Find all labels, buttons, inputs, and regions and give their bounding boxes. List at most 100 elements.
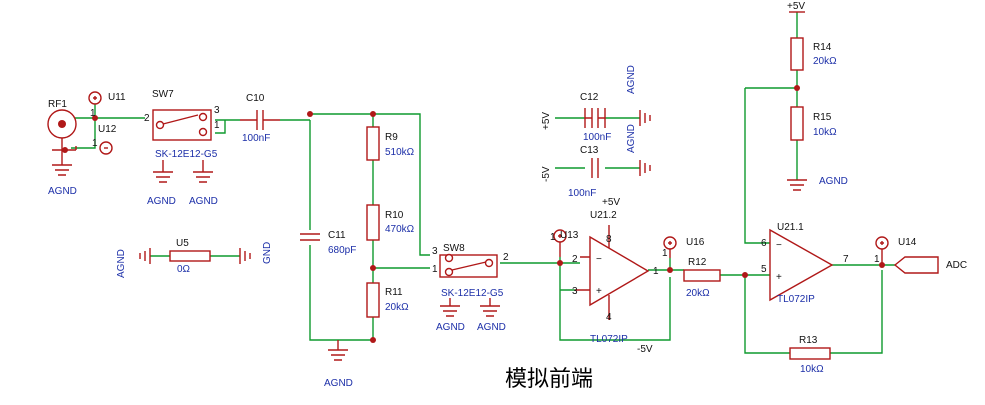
sw7-pin1: 1: [214, 120, 220, 131]
agnd-label-bottom: AGND: [324, 378, 353, 389]
u21-2-pin1: 1: [653, 266, 659, 277]
u5-agnd: AGND: [116, 249, 127, 278]
u16-label: U16: [686, 237, 705, 248]
sw7-value: SK-12E12-G5: [155, 149, 218, 160]
u21-1-plus: +: [776, 272, 782, 283]
u12-testpoint: U12 1: [92, 124, 117, 155]
u13-label: U13: [560, 230, 579, 241]
sw8-agnd2: AGND: [477, 322, 506, 333]
u11-testpoint: U11 1: [88, 91, 126, 119]
rf1-label: RF1: [48, 99, 67, 110]
r12-resistor: R12 20kΩ: [683, 257, 721, 299]
sw7-agnd2: AGND: [189, 196, 218, 207]
sw7-pin2: 2: [144, 113, 150, 124]
r13-resistor: R13 10kΩ: [789, 335, 831, 375]
r10-value: 470kΩ: [385, 224, 415, 235]
u21-2-pin4: 4: [606, 312, 612, 323]
adc-label: ADC: [946, 260, 967, 271]
u21-2-vplus: +5V: [602, 197, 620, 208]
u21-1-pin7: 7: [843, 254, 849, 265]
r9-resistor: R9 510kΩ: [366, 126, 415, 161]
schematic-title: 模拟前端: [505, 367, 593, 392]
r14-label: R14: [813, 42, 832, 53]
u13-testpoint: U13 1: [550, 229, 579, 257]
c13-label: C13: [580, 145, 599, 156]
r10-label: R10: [385, 210, 404, 221]
u21-1-minus: −: [776, 240, 782, 251]
sw8-pin2: 2: [503, 252, 509, 263]
sw8-agnd1: AGND: [436, 322, 465, 333]
c12-capacitor: C12 100nF +5V AGND: [541, 65, 651, 143]
agnd-label-r15: AGND: [819, 176, 848, 187]
u16-testpoint: U16 1: [662, 236, 705, 259]
c12-vplus: +5V: [541, 112, 552, 130]
c10-label: C10: [246, 93, 265, 104]
agnd-symbol-r15: AGND: [787, 176, 848, 191]
c12-label: C12: [580, 92, 599, 103]
r9-value: 510kΩ: [385, 147, 415, 158]
u21-2-value: TL072IP: [590, 334, 628, 345]
u21-2-pin3: 3: [572, 286, 578, 297]
u14-label: U14: [898, 237, 917, 248]
c13-capacitor: C13 100nF -5V AGND: [541, 124, 651, 199]
u21-1-pin6: 6: [761, 238, 767, 249]
sw8-label: SW8: [443, 243, 465, 254]
u21-2-opamp: − + 2 3 8 4 1 U21.2 +5V TL072IP -5V: [572, 197, 659, 355]
u16-pin: 1: [662, 248, 668, 259]
c12-agnd: AGND: [626, 65, 637, 94]
u13-pin: 1: [550, 232, 556, 243]
sw8-pin3: 3: [432, 246, 438, 257]
agnd-symbol-rf1: AGND: [48, 155, 77, 197]
agnd-symbol-bottom: AGND: [324, 340, 353, 389]
u21-1-pin5: 5: [761, 264, 767, 275]
u21-2-pin8: 8: [606, 234, 612, 245]
r11-label: R11: [385, 287, 403, 298]
r12-label: R12: [688, 257, 707, 268]
c13-agnd: AGND: [626, 124, 637, 153]
c11-value: 680pF: [328, 245, 356, 256]
sw8-switch: SW8 3 1 2 SK-12E12-G5 AGND AGND: [432, 243, 509, 333]
c12-value: 100nF: [583, 132, 611, 143]
u21-1-value: TL072IP: [777, 294, 815, 305]
u11-label: U11: [108, 92, 126, 103]
r13-label: R13: [799, 335, 818, 346]
u12-pin: 1: [92, 138, 98, 149]
r14-vplus: +5V: [787, 1, 805, 12]
plus5v-rail: +5V: [787, 1, 805, 13]
u5-resistor: U5 0Ω AGND GND: [116, 238, 273, 278]
sw8-pin1: 1: [432, 264, 438, 275]
u5-gnd: GND: [262, 242, 273, 264]
u21-2-label: U21.2: [590, 210, 617, 221]
r13-value: 10kΩ: [800, 364, 824, 375]
r15-value: 10kΩ: [813, 127, 837, 138]
r11-resistor: R11 20kΩ: [366, 282, 409, 318]
u21-2-pin2: 2: [572, 254, 578, 265]
u11-pin: 1: [90, 108, 96, 119]
c13-vminus: -5V: [541, 166, 552, 182]
c10-capacitor: C10 100nF: [240, 93, 280, 144]
u21-2-vminus: -5V: [637, 344, 653, 355]
wires: [71, 12, 895, 354]
junction-dots: [62, 85, 885, 343]
u5-value: 0Ω: [177, 264, 191, 275]
adc-net-port: ADC: [893, 256, 967, 274]
r15-resistor: R15 10kΩ: [790, 106, 837, 141]
sw7-switch: SW7 2 3 1 SK-12E12-G5 AGND AGND: [144, 89, 220, 207]
u21-1-opamp: − + 6 5 7 U21.1 TL072IP: [761, 222, 849, 305]
agnd-label-rf1: AGND: [48, 186, 77, 197]
u5-label: U5: [176, 238, 189, 249]
c11-label: C11: [328, 230, 346, 241]
r14-resistor: R14 20kΩ: [790, 37, 837, 71]
r11-value: 20kΩ: [385, 302, 409, 313]
c13-value: 100nF: [568, 188, 596, 199]
r15-label: R15: [813, 112, 832, 123]
r9-label: R9: [385, 132, 398, 143]
u12-label: U12: [98, 124, 117, 135]
u14-pin: 1: [874, 254, 880, 265]
sw7-label: SW7: [152, 89, 174, 100]
r12-value: 20kΩ: [686, 288, 710, 299]
c11-capacitor: C11 680pF: [300, 230, 356, 256]
sw7-agnd1: AGND: [147, 196, 176, 207]
u21-2-minus: −: [596, 254, 602, 265]
